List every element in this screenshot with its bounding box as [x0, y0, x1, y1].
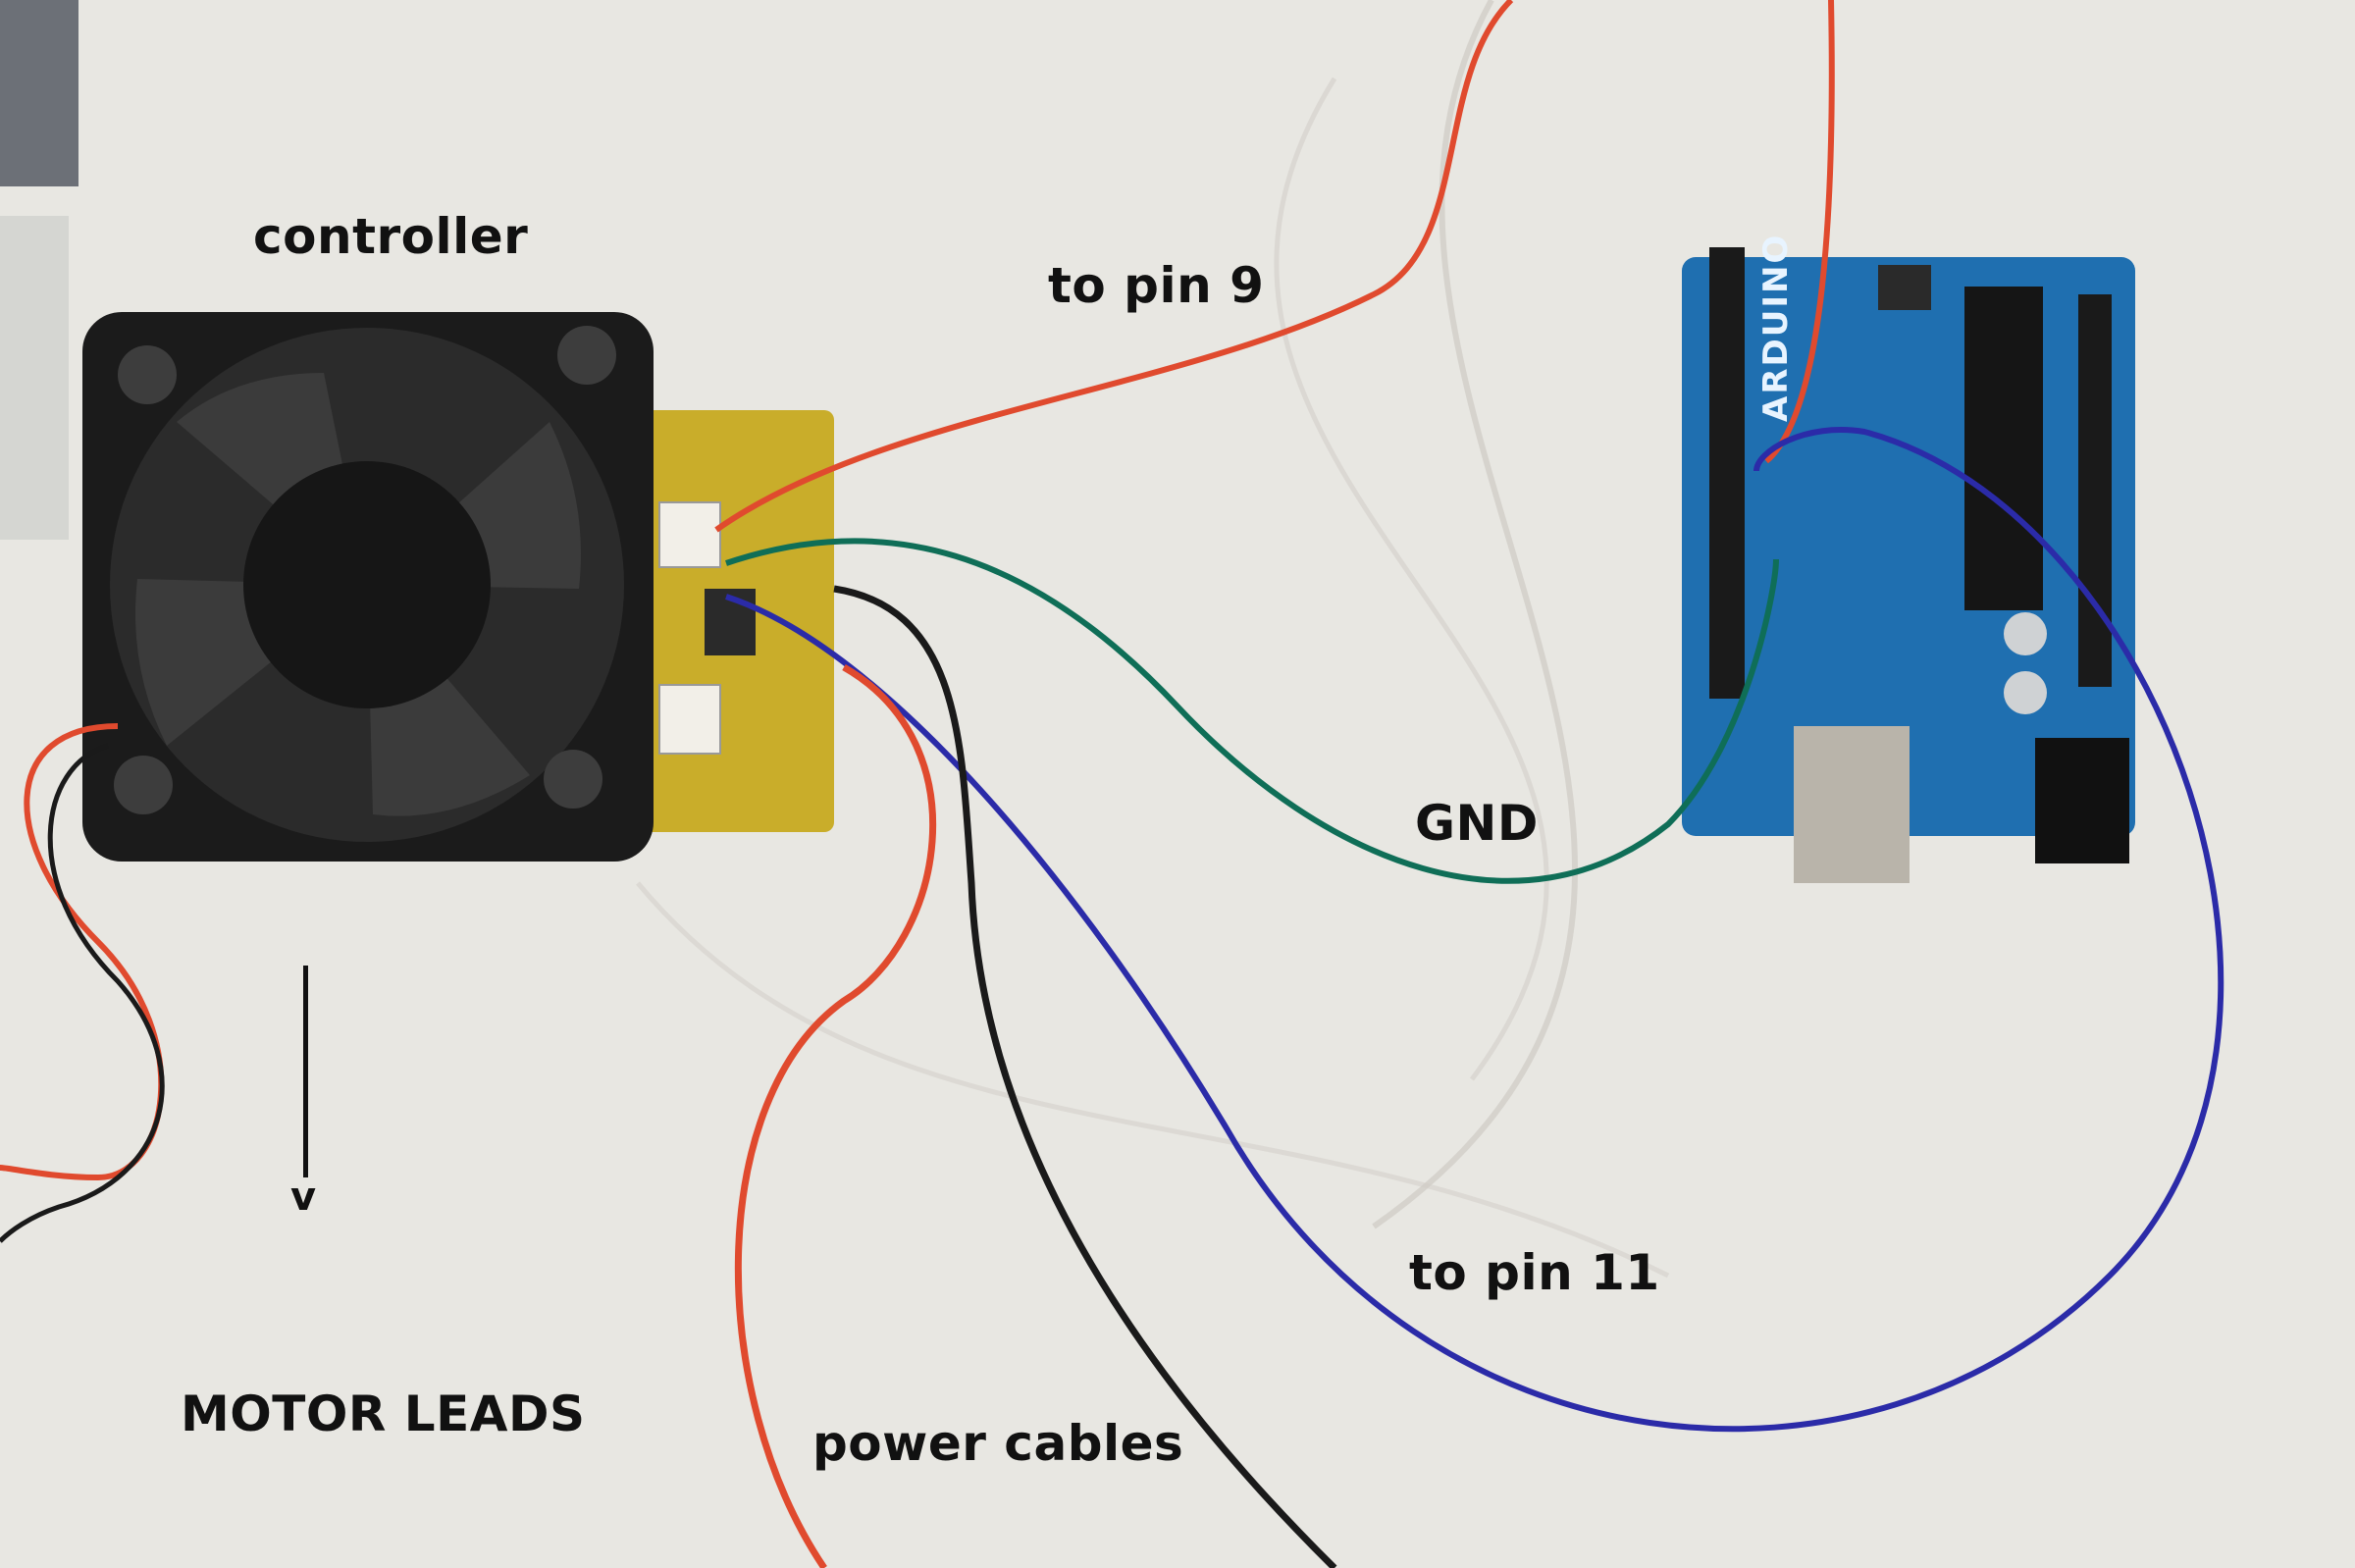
- red-power-wire: [734, 663, 937, 1568]
- top-left-corner-object: [0, 0, 78, 186]
- blue-signal-wire: [725, 427, 2224, 1433]
- arduino-brand-text: ARDUINO: [1756, 233, 1796, 422]
- green-gnd-wire: [725, 538, 1779, 884]
- pin11-label: to pin 11: [1409, 1244, 1660, 1301]
- wire-shadow: [1274, 77, 1549, 1081]
- gnd-label: GND: [1415, 795, 1539, 852]
- red-board-wire: [1764, 0, 1835, 464]
- wire-shadow: [636, 881, 1670, 1279]
- motor-arrow-line: [303, 966, 308, 1177]
- left-edge-box: [0, 216, 69, 540]
- black-power-wire: [833, 585, 1337, 1568]
- motor-leads-label: MOTOR LEADS: [181, 1385, 586, 1442]
- arduino-uno-board: [1682, 247, 2135, 883]
- cooling-fan: [82, 312, 654, 862]
- power-cables-label: power cables: [812, 1415, 1184, 1472]
- pin9-label: to pin 9: [1048, 257, 1265, 314]
- red-signal-wire: [714, 0, 1514, 533]
- black-motor-lead: [0, 743, 165, 1243]
- motor-arrow-head: v: [290, 1175, 317, 1220]
- controller-label: controller: [253, 208, 529, 265]
- red-motor-lead: [0, 723, 165, 1181]
